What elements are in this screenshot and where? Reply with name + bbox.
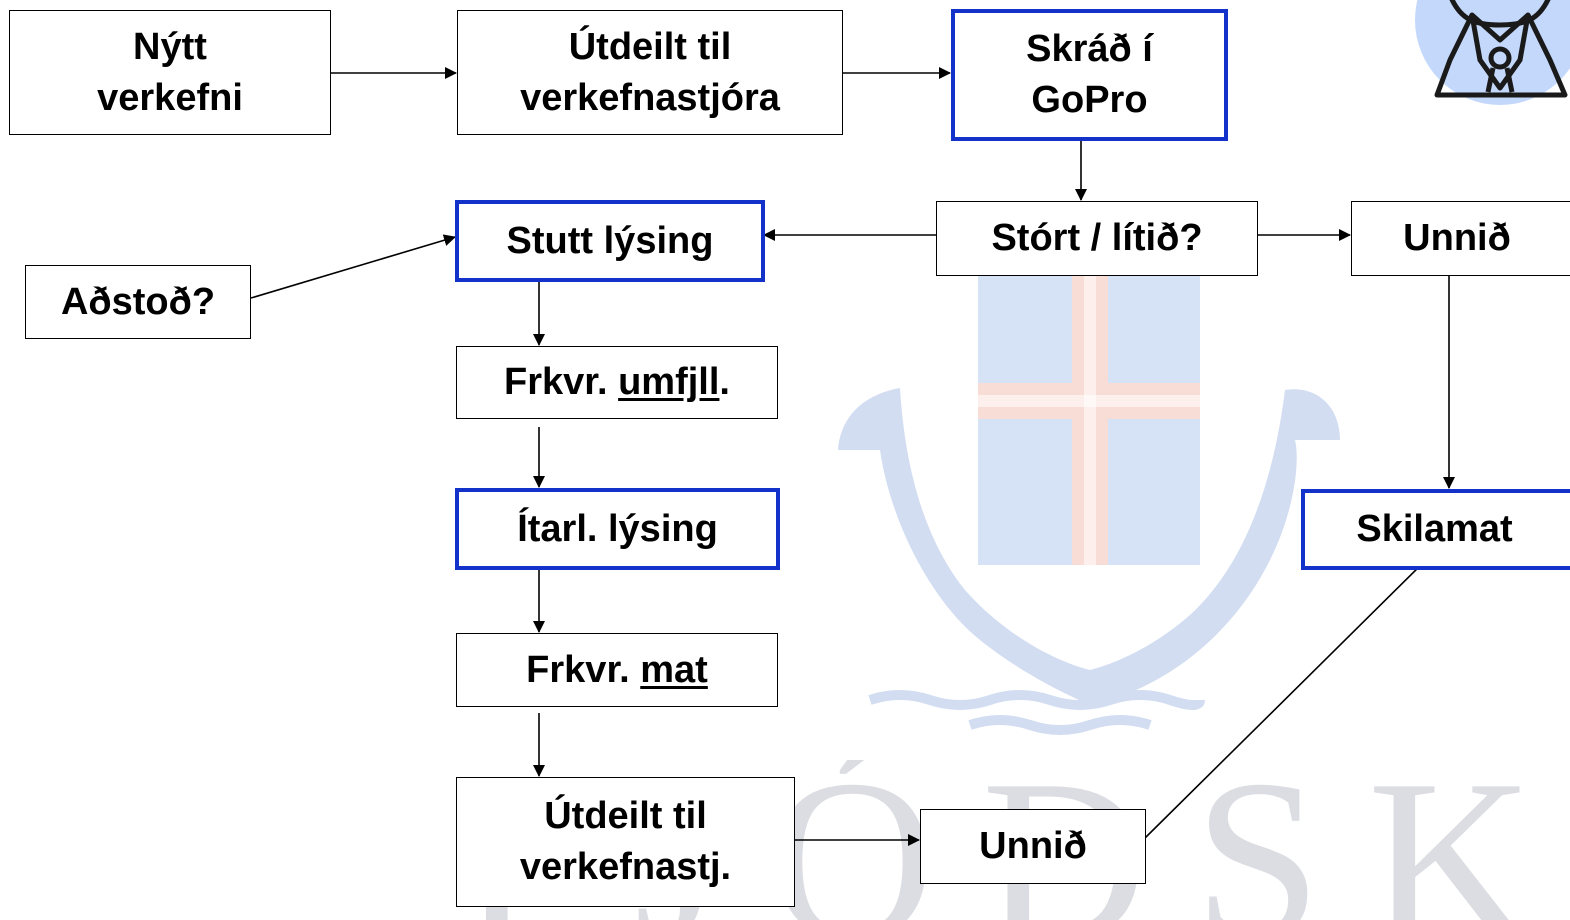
- node-label: Ítarl. lýsing: [517, 507, 718, 550]
- node-label-underlined: mat: [640, 648, 708, 691]
- node-adstod: Aðstoð?: [25, 265, 251, 339]
- node-unnid-right: Unnið: [1351, 201, 1570, 276]
- flag-icon: [978, 265, 1200, 565]
- node-stutt-lysing: Stutt lýsing: [455, 200, 765, 282]
- node-nytt-verkefni: Nýtt verkefni: [9, 10, 331, 135]
- node-line: Útdeilt til: [544, 795, 707, 837]
- node-frkvr-umfjll: Frkvr. umfjll.: [456, 346, 778, 419]
- node-label: Stórt / lítið?: [991, 217, 1203, 259]
- node-skrad-i-gopro: Skráð í GoPro: [951, 9, 1228, 141]
- node-label: Unnið: [1403, 217, 1511, 259]
- ship-emblem-icon: [838, 388, 1340, 735]
- node-skilamat: Skilamat: [1301, 489, 1570, 570]
- node-line: verkefni: [97, 76, 243, 119]
- node-utdeilt-til-verkefnastjora: Útdeilt til verkefnastjóra: [457, 10, 843, 135]
- node-line: verkefnastj.: [519, 846, 732, 888]
- node-label-prefix: Frkvr.: [504, 361, 619, 403]
- node-line: verkefnastjóra: [520, 76, 780, 119]
- node-label-prefix: Frkvr.: [526, 648, 641, 691]
- node-label-suffix: .: [719, 361, 730, 403]
- node-label-underlined: umfjll: [618, 361, 720, 403]
- connectors: [250, 67, 1455, 846]
- businessman-icon: [1415, 0, 1570, 105]
- node-itarl-lysing: Ítarl. lýsing: [455, 488, 780, 570]
- node-line: GoPro: [1031, 79, 1148, 121]
- node-label: Unnið: [979, 825, 1087, 867]
- node-label: Stutt lýsing: [506, 219, 714, 262]
- node-stort-litid: Stórt / lítið?: [936, 201, 1258, 276]
- node-line: Nýtt: [133, 25, 207, 68]
- node-label: Aðstoð?: [60, 280, 216, 323]
- node-line: Útdeilt til: [568, 25, 732, 68]
- node-label: Skilamat: [1356, 508, 1513, 550]
- arrow-unnid-to-skilamat: [1144, 555, 1431, 839]
- node-line: Skráð í: [1026, 28, 1153, 70]
- watermark-background: [838, 0, 1570, 735]
- node-frkvr-mat: Frkvr. mat: [456, 633, 778, 707]
- arrow-adstod-to-stutt: [250, 234, 456, 299]
- node-unnid-bottom: Unnið: [920, 809, 1146, 884]
- node-utdeilt-til-verkefnastj: Útdeilt til verkefnastj.: [456, 777, 795, 907]
